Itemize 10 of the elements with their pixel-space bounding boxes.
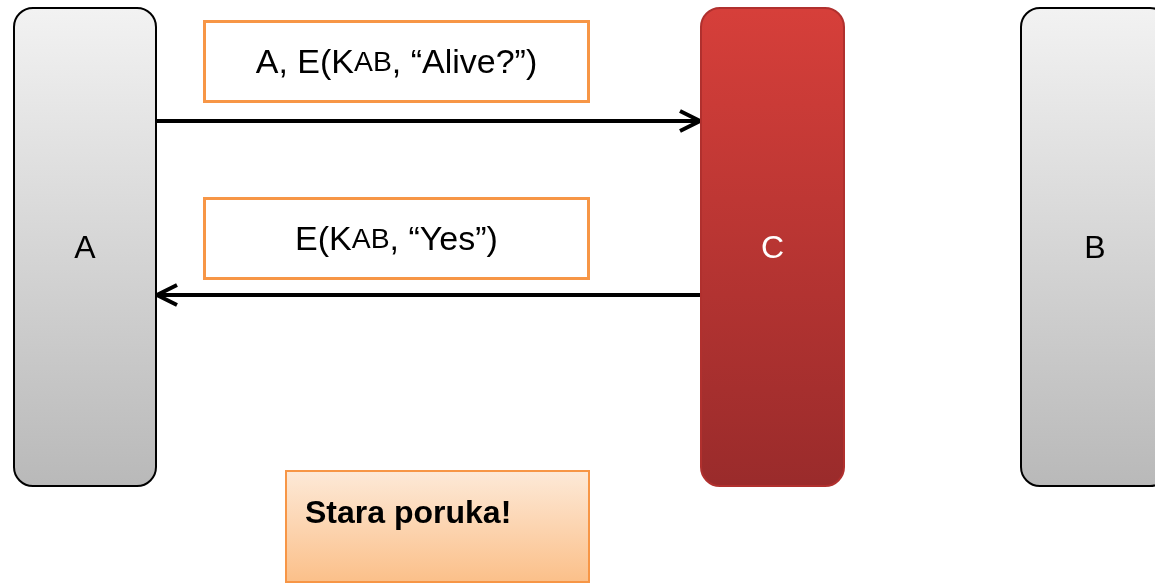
participant-label: A: [74, 228, 96, 266]
participant-bar: [700, 7, 845, 487]
arrow: [157, 109, 702, 133]
participant-label: C: [760, 228, 785, 266]
participant-bar: [13, 7, 157, 487]
arrow: [155, 283, 700, 307]
participant-bar: [1020, 7, 1155, 487]
participant-label: B: [1084, 228, 1106, 266]
note-box: [285, 470, 590, 583]
note-text: Stara poruka!: [305, 494, 512, 531]
